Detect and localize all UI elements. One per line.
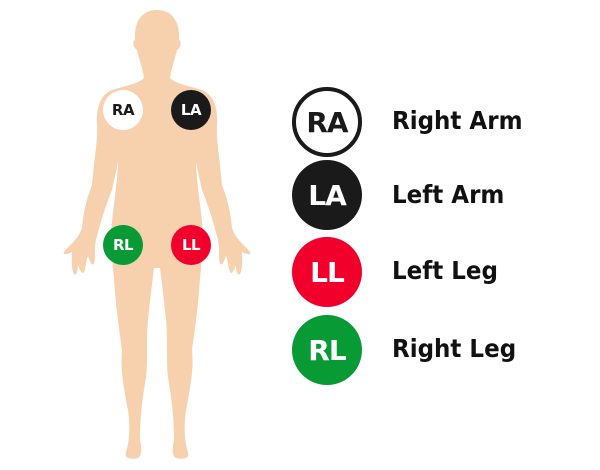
marker-ra: RA (103, 90, 143, 130)
marker-la: LA (171, 90, 211, 130)
legend-ll-badge: LL (292, 237, 362, 307)
marker-ll: LL (171, 225, 211, 265)
legend-rl-badge: RL (292, 315, 362, 385)
legend-la-badge: LA (292, 160, 362, 230)
legend-ll-label: Left Leg (392, 256, 498, 285)
legend-la-label: Left Arm (392, 180, 505, 209)
legend-rl-label: Right Leg (392, 334, 517, 363)
marker-rl: RL (103, 225, 143, 265)
legend-ra-badge: RA (292, 87, 362, 157)
legend-ra-label: Right Arm (392, 106, 523, 135)
